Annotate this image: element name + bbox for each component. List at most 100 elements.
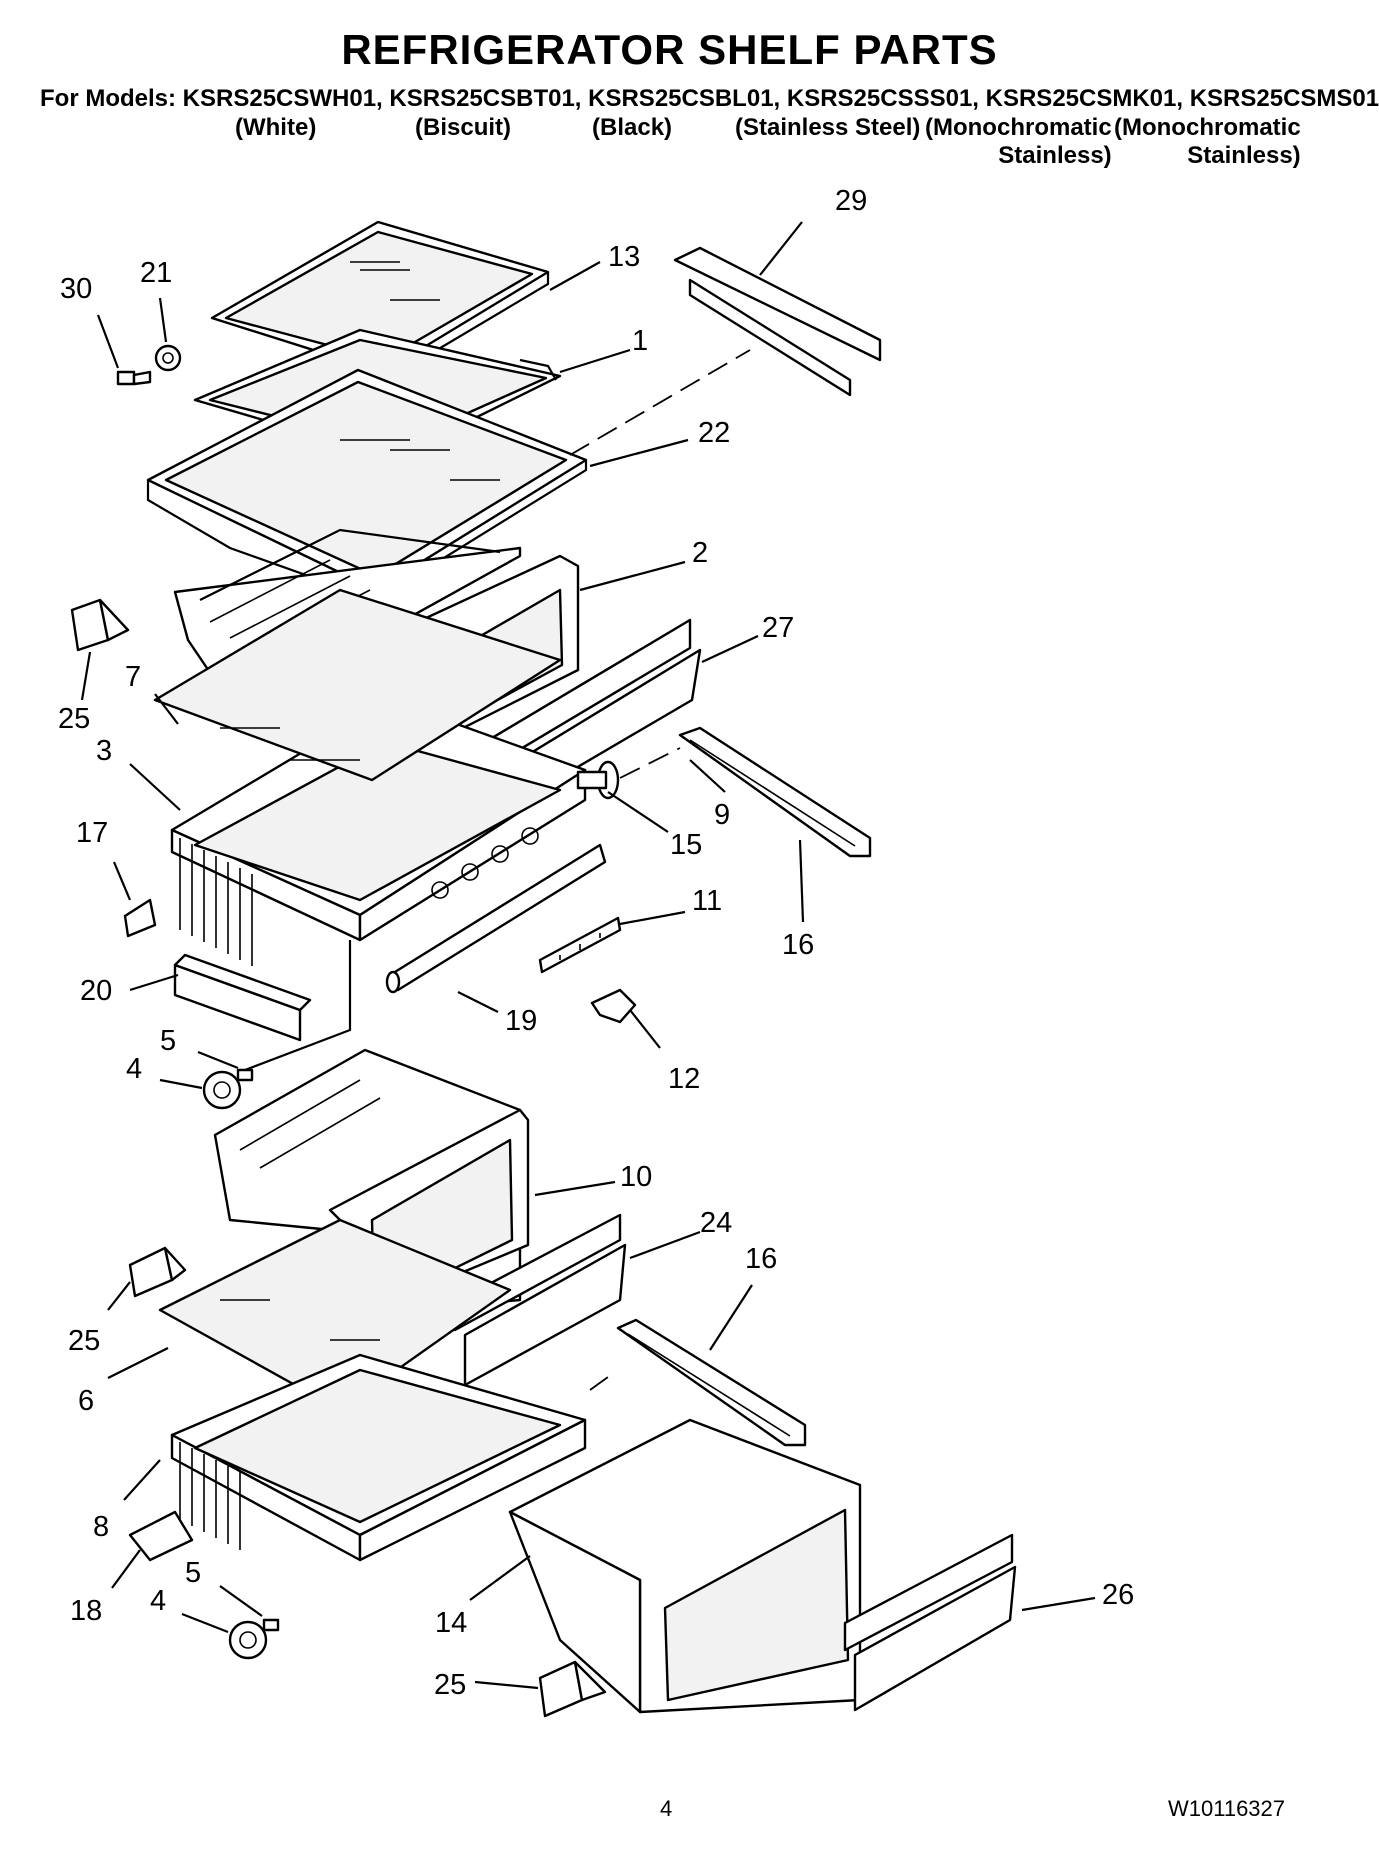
color-black: (Black) <box>592 114 673 141</box>
part-crisper-cover-frame <box>153 588 587 1072</box>
callout-22: 22 <box>698 417 730 449</box>
callout-1: 1 <box>632 325 648 357</box>
leader-line <box>154 693 179 725</box>
leader-line <box>158 297 168 343</box>
leader-line <box>112 861 132 901</box>
color-stainless-steel: (Stainless Steel) <box>735 114 921 141</box>
part-top-trim-29 <box>673 246 882 397</box>
leader-line <box>689 759 726 793</box>
part-screw-30 <box>116 370 152 386</box>
exploded-parts-diagram: 30 21 13 1 29 22 2 27 25 7 3 17 15 <box>58 185 1134 1718</box>
callout-5-a: 5 <box>160 1025 176 1057</box>
callout-6: 6 <box>78 1385 94 1417</box>
leader-line <box>159 1078 203 1090</box>
callout-25-a: 25 <box>58 703 90 735</box>
callout-29: 29 <box>835 185 867 217</box>
part-knob-lower <box>228 1618 280 1660</box>
part-drawer-front-cover-26 <box>843 1533 1017 1712</box>
callout-4-b: 4 <box>150 1585 166 1617</box>
part-bracket-11 <box>538 916 622 974</box>
part-glass-shelf <box>210 220 550 384</box>
dashed-guide <box>589 1371 616 1391</box>
callout-21: 21 <box>140 257 172 289</box>
callout-5-b: 5 <box>185 1557 201 1589</box>
part-foot-cover-25-b <box>128 1246 187 1298</box>
leader-line <box>107 1347 169 1379</box>
part-shelf-frame <box>146 328 588 602</box>
leader-line <box>80 651 92 701</box>
leader-line <box>709 1284 753 1351</box>
part-slide-rail-upper <box>678 726 872 858</box>
leader-line <box>474 1680 539 1690</box>
leader-line <box>107 1281 131 1311</box>
part-spacer-21 <box>154 344 182 372</box>
color-biscuit: (Biscuit) <box>415 114 511 141</box>
part-foot-cover-25-c <box>538 1660 607 1718</box>
part-frame-lower-8 <box>170 1353 587 1562</box>
leader-line <box>549 261 601 291</box>
part-clip-17 <box>123 898 157 938</box>
part-drawer-lower-10 <box>213 1048 530 1317</box>
callout-9: 9 <box>714 799 730 831</box>
leader-line <box>759 221 803 276</box>
part-glass-lower-6 <box>158 1218 512 1412</box>
parts-page: REFRIGERATOR SHELF PARTS For Models: KSR… <box>40 26 1379 1821</box>
leader-line <box>1021 1596 1096 1612</box>
callout-17: 17 <box>76 817 108 849</box>
color-white: (White) <box>235 114 317 141</box>
leader-line <box>629 1230 701 1260</box>
leader-line <box>457 991 499 1013</box>
callout-13: 13 <box>608 241 640 273</box>
page-number: 4 <box>660 1796 673 1821</box>
part-drawer-front-cover-24 <box>453 1213 627 1387</box>
callout-26: 26 <box>1102 1579 1134 1611</box>
leader-line <box>129 763 181 811</box>
page-title: REFRIGERATOR SHELF PARTS <box>341 26 998 73</box>
leader-line <box>197 1050 239 1070</box>
leader-line <box>534 1180 616 1197</box>
callout-3: 3 <box>96 735 112 767</box>
leader-line <box>469 1555 531 1601</box>
document-number: W10116327 <box>1168 1796 1286 1821</box>
callout-14: 14 <box>435 1607 467 1639</box>
leader-line <box>619 910 686 926</box>
dashed-guide <box>619 747 681 779</box>
dashed-guide <box>569 349 751 456</box>
leader-line <box>798 839 805 923</box>
leader-line <box>129 973 179 992</box>
leader-line <box>629 1009 661 1049</box>
callout-15: 15 <box>670 829 702 861</box>
leader-line <box>123 1459 161 1501</box>
callout-2: 2 <box>692 537 708 569</box>
leader-line <box>111 1549 141 1589</box>
callout-11: 11 <box>692 885 722 917</box>
part-knob-upper <box>202 1068 254 1110</box>
callout-8: 8 <box>93 1511 109 1543</box>
callout-10: 10 <box>620 1161 652 1193</box>
callout-19: 19 <box>505 1005 537 1037</box>
leader-line <box>219 1585 263 1617</box>
callout-24: 24 <box>700 1207 732 1239</box>
leader-line <box>579 560 686 592</box>
callout-12: 12 <box>668 1063 700 1095</box>
callout-7: 7 <box>125 661 141 693</box>
leader-line <box>181 1612 229 1634</box>
part-clip-12 <box>590 988 637 1024</box>
leader-line <box>559 348 631 374</box>
callout-16-b: 16 <box>745 1243 777 1275</box>
part-trim-20 <box>173 953 312 1042</box>
callout-27: 27 <box>762 612 794 644</box>
models-line: For Models: KSRS25CSWH01, KSRS25CSBT01, … <box>40 85 1379 112</box>
callout-25-b: 25 <box>68 1325 100 1357</box>
callout-18: 18 <box>70 1595 102 1627</box>
callout-4-a: 4 <box>126 1053 142 1085</box>
part-roller <box>576 760 620 800</box>
callout-30: 30 <box>60 273 92 305</box>
part-foot-cover-25-a <box>70 598 130 652</box>
part-bin-14 <box>508 1418 862 1714</box>
leader-line <box>701 635 759 663</box>
part-slide-rail-lower <box>616 1318 807 1447</box>
callout-16-a: 16 <box>782 929 814 961</box>
callouts: 30 21 13 1 29 22 2 27 25 7 3 17 15 <box>58 185 1134 1701</box>
color-monochromatic-stainless-1: (Monochromatic Stainless) <box>925 114 1112 169</box>
